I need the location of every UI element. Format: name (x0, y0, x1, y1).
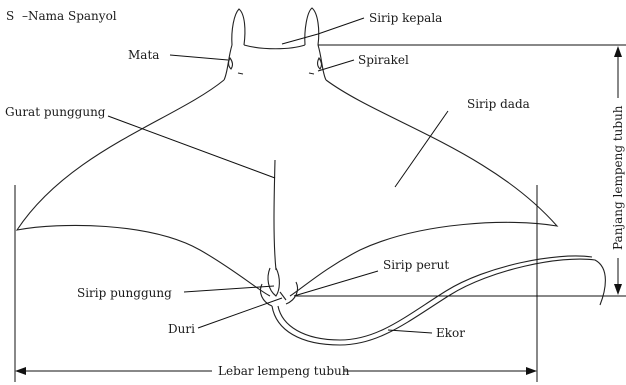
right-eye (317, 56, 322, 70)
leader-ekor (387, 329, 433, 334)
length-arrow-top (614, 46, 622, 57)
right-spiracle (308, 72, 315, 75)
head-left-side (223, 44, 233, 81)
pelvic-fin-right (285, 281, 299, 305)
legend-text: –Nama Spanyol (22, 9, 117, 23)
label-gurat-punggung: Gurat punggung (5, 105, 106, 119)
width-label: Lebar lempeng tubuh (218, 364, 350, 378)
leader-duri (197, 297, 283, 329)
manta-body (15, 7, 606, 346)
label-sirip-perut: Sirip perut (383, 258, 449, 272)
legend-letter: S (6, 9, 14, 23)
label-sirip-kepala: Sirip kepala (369, 11, 442, 25)
right-cephalic-fin (304, 7, 320, 46)
tail (271, 258, 606, 346)
label-spirakel: Spirakel (358, 53, 409, 67)
right-pectoral-fin (289, 79, 559, 297)
dorsal-fin (267, 267, 280, 297)
length-dimension: Panjang lempeng tubuh (296, 44, 626, 297)
length-arrow-bottom (614, 284, 622, 295)
leader-spirakel (317, 59, 355, 72)
head-right-side (317, 44, 327, 81)
tail-inner (277, 255, 593, 341)
label-duri: Duri (168, 322, 195, 336)
left-spiracle (237, 72, 244, 75)
mouth-line (243, 44, 306, 50)
leader-sirip-perut (293, 270, 379, 297)
pelvic-fin-left (259, 283, 273, 307)
length-label: Panjang lempeng tubuh (611, 105, 625, 250)
spine (279, 291, 287, 301)
width-arrow-left (15, 367, 26, 375)
width-dimension: Lebar lempeng tubuh (14, 185, 538, 382)
leader-mata (169, 54, 229, 61)
dorsal-midline (273, 159, 277, 271)
left-eye (228, 56, 233, 70)
label-sirip-punggung: Sirip punggung (77, 286, 172, 300)
label-mata: Mata (128, 48, 159, 62)
label-ekor: Ekor (436, 326, 465, 340)
leader-sirip-dada (394, 110, 449, 188)
leader-sirip-kepala (281, 17, 365, 45)
leader-gurat-punggung (107, 115, 276, 179)
leader-sirip-punggung (183, 285, 275, 293)
leader-lines (107, 17, 449, 334)
label-sirip-dada: Sirip dada (467, 97, 530, 111)
width-arrow-right (526, 367, 537, 375)
left-pectoral-fin (15, 79, 271, 297)
left-cephalic-fin (231, 8, 246, 46)
